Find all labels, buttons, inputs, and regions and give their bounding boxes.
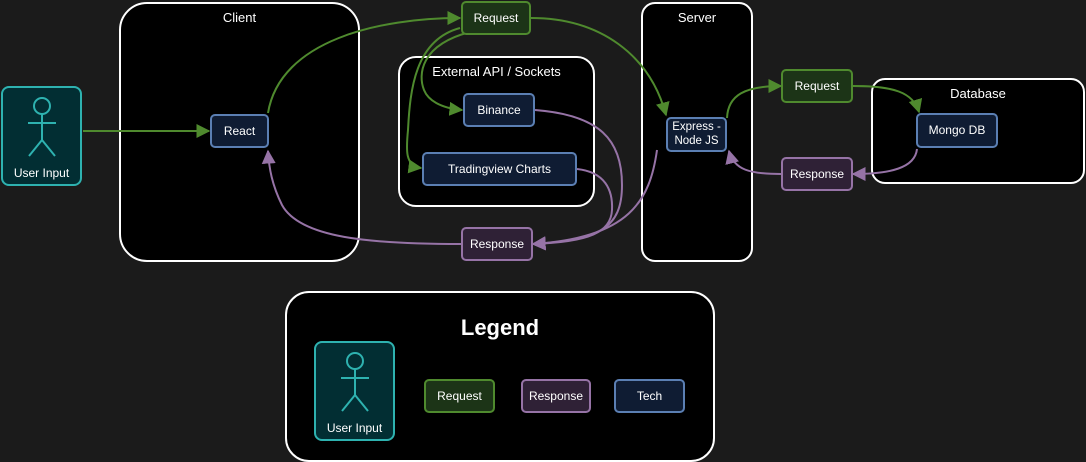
stick-figure-icon [27,97,56,157]
react-node: React [210,114,269,148]
user-input-label: User Input [13,166,70,180]
request-to-tradingview-arrow [405,27,461,174]
tradingview-to-response-arrow [531,168,614,251]
response-node-bottom: Response [461,227,533,261]
request-to-express-arrow [530,17,670,117]
response-db-to-express-arrow [725,149,782,175]
external-api-title: External API / Sockets [432,64,561,79]
response-node-db: Response [781,157,853,191]
client-title: Client [222,10,257,25]
request-node-db: Request [781,69,853,103]
request-to-binance-arrow [420,31,471,116]
user-input-actor: User Input [1,86,82,186]
legend-user-input-label: User Input [326,421,383,435]
legend-title: Legend [460,315,540,340]
express-to-response-arrow [531,149,658,251]
express-to-request-db-arrow [726,79,783,119]
legend-request: Request [424,379,495,413]
legend-response: Response [521,379,591,413]
express-node: Express - Node JS [666,117,727,152]
tradingview-node: Tradingview Charts [422,152,577,186]
request-node-top: Request [461,1,531,35]
mongodb-to-response-db-arrow [851,148,918,181]
response-to-react-arrow [261,149,462,245]
legend-tech: Tech [614,379,685,413]
react-to-request-arrow [267,11,462,114]
server-title: Server [677,10,717,25]
stick-figure-icon [340,352,369,412]
request-db-to-mongodb-arrow [852,85,923,114]
binance-node: Binance [463,93,535,127]
legend-user-input: User Input [314,341,395,441]
database-title: Database [950,86,1006,101]
mongodb-node: Mongo DB [916,113,998,148]
